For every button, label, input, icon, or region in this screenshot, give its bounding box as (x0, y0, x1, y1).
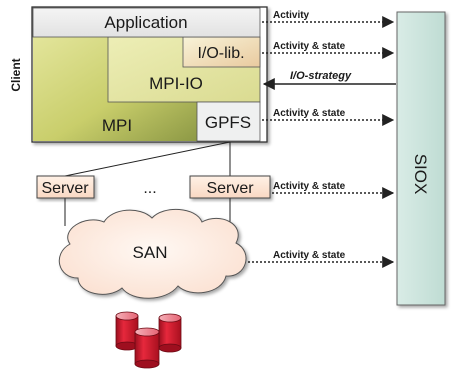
gpfs-layer (196, 101, 261, 142)
siox-component: SIOX (396, 11, 446, 306)
arrow-server-label: Activity & state (273, 181, 346, 192)
server-row: Server ... Server (36, 175, 271, 199)
application-layer (32, 7, 261, 38)
client-stack: Client Application I/O-lib. MPI-IO MPI G… (9, 6, 268, 143)
storage-disks (115, 311, 182, 369)
arrow-san-label: Activity & state (273, 250, 346, 261)
server-left-box (36, 175, 95, 199)
io-lib-layer (182, 36, 261, 68)
server-right-label: Server (206, 180, 254, 197)
siox-box (396, 11, 446, 306)
arrow-io-lib-label: Activity & state (273, 41, 346, 52)
client-label: Client (9, 58, 23, 91)
san-label: SAN (133, 243, 168, 262)
server-right-box (189, 175, 271, 199)
arrow-gpfs-label: Activity & state (273, 108, 346, 119)
arrow-activity-label: Activity (273, 10, 310, 21)
application-label: Application (104, 13, 187, 32)
siox-label: SIOX (411, 154, 430, 195)
io-lib-label: I/O-lib. (197, 45, 244, 62)
disk-back-right (158, 313, 182, 353)
servers-ellipsis: ... (143, 180, 156, 197)
san-cloud-shape (58, 208, 247, 299)
communication-arrows (248, 16, 396, 268)
disk-front (134, 327, 160, 369)
gpfs-label: GPFS (205, 113, 251, 132)
disk-back-left (115, 311, 139, 351)
arrow-strategy-label: I/O-strategy (290, 70, 352, 82)
san-cloud: SAN (58, 208, 247, 299)
server-left-label: Server (41, 180, 89, 197)
mpi-label: MPI (102, 116, 132, 135)
arrow-labels: Activity Activity & state I/O-strategy A… (273, 10, 352, 261)
mpi-io-label: MPI-IO (149, 74, 203, 93)
